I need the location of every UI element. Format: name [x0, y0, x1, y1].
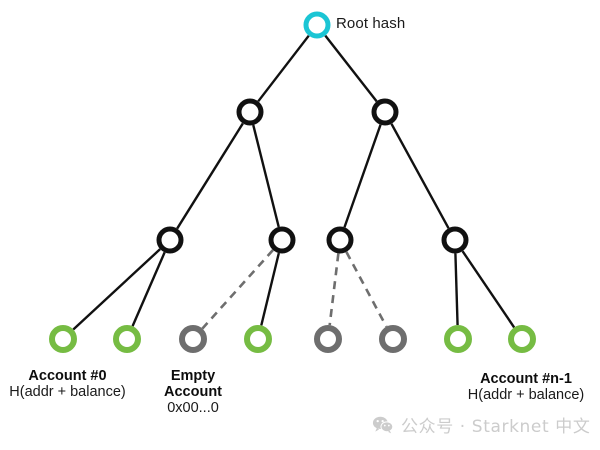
caption-empty-account-title-line1: Empty	[170, 368, 216, 384]
internal-node-l2-1	[268, 226, 296, 254]
caption-empty-account: Empty Account 0x00...0	[143, 368, 243, 416]
leaf-node-empty-4	[314, 325, 342, 353]
caption-account-last-subtitle: H(addr + balance)	[467, 387, 585, 403]
tree-edge	[454, 253, 459, 326]
caption-account-last: Account #n-1 H(addr + balance)	[452, 371, 600, 403]
tree-edge	[343, 124, 382, 228]
root-hash-label: Root hash	[336, 15, 406, 32]
internal-node-l2-3	[441, 226, 469, 254]
caption-account-first-title: Account #0	[28, 368, 107, 384]
tree-edge	[324, 34, 378, 103]
watermark: 公众号 · Starknet 中文	[372, 412, 590, 437]
node-group	[49, 11, 536, 353]
edge-group-dashed	[201, 249, 388, 330]
tree-edge	[461, 250, 516, 329]
leaf-node-account-7	[508, 325, 536, 353]
tree-edge-dashed	[345, 251, 388, 328]
leaf-node-empty-2	[179, 325, 207, 353]
leaf-node-empty-5	[379, 325, 407, 353]
tree-edge	[176, 122, 244, 230]
caption-empty-account-subtitle: 0x00...0	[167, 400, 219, 416]
tree-edge-dashed	[328, 253, 340, 326]
tree-edge	[131, 251, 166, 327]
leaf-node-account-0	[49, 325, 77, 353]
tree-edge	[390, 123, 450, 229]
caption-account-first-subtitle: H(addr + balance)	[9, 384, 126, 400]
watermark-text: 公众号 · Starknet 中文	[401, 417, 591, 437]
tree-edge	[260, 252, 280, 326]
caption-empty-account-title-line2: Account	[164, 384, 222, 400]
wechat-icon	[372, 416, 394, 434]
tree-edge-dashed	[201, 249, 274, 330]
leaf-node-account-6	[444, 325, 472, 353]
edge-group-solid	[72, 34, 516, 331]
tree-edge	[72, 248, 161, 331]
internal-node-l1-0	[236, 98, 264, 126]
internal-node-l1-1	[371, 98, 399, 126]
leaf-node-account-3	[244, 325, 272, 353]
internal-node-l2-0	[156, 226, 184, 254]
internal-node-l2-2	[326, 226, 354, 254]
root-node	[303, 11, 331, 39]
caption-account-last-title: Account #n-1	[480, 371, 572, 387]
leaf-node-account-1	[113, 325, 141, 353]
caption-account-first: Account #0 H(addr + balance)	[0, 368, 135, 400]
tree-edge	[257, 34, 310, 103]
tree-edge	[252, 124, 280, 228]
